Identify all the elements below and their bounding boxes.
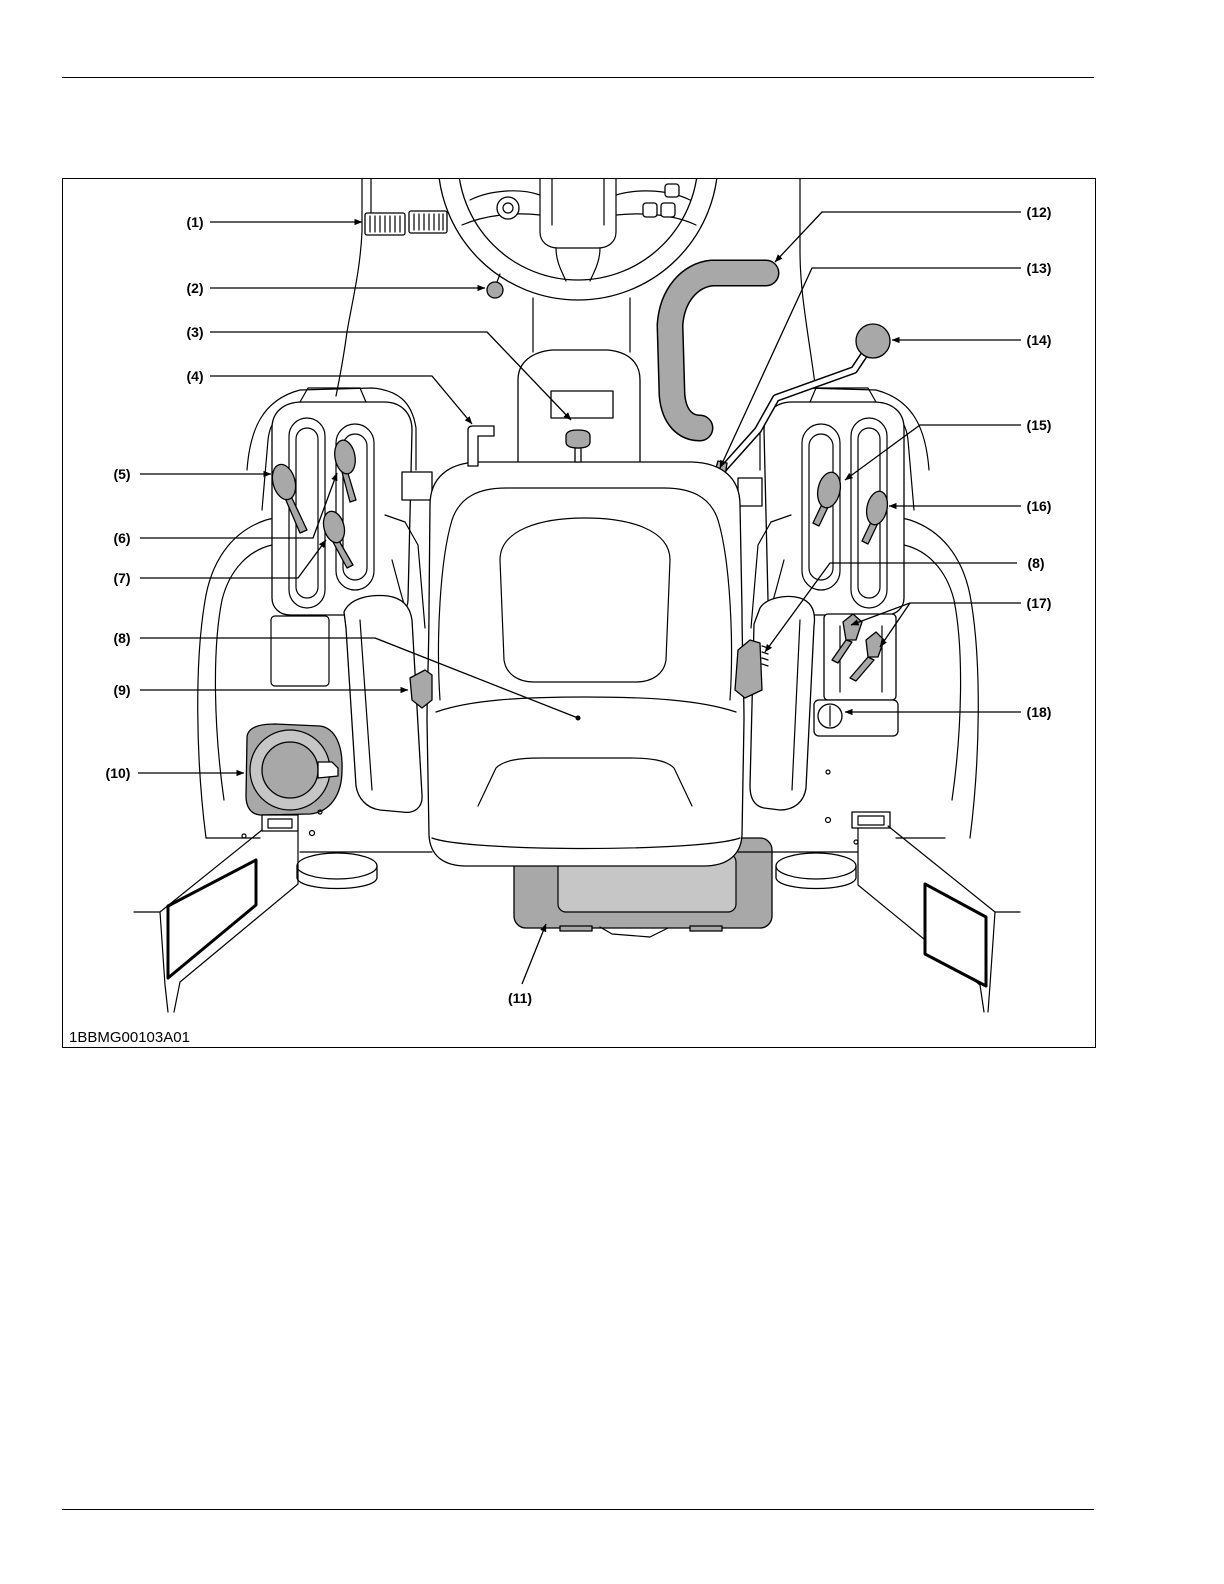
steering-knob-left	[497, 197, 519, 219]
callout-label-8-right: (8)	[1027, 555, 1044, 571]
left-armrest	[344, 596, 422, 813]
callout-label-4: (4)	[186, 368, 203, 384]
leader-8-dot	[576, 716, 581, 721]
right-platform-front-edge	[988, 912, 995, 1012]
callout-label-2: (2)	[186, 280, 203, 296]
callout-label-7: (7)	[113, 570, 130, 586]
callout-label-14: (14)	[1027, 332, 1052, 348]
figure-id: 1BBMG00103A01	[69, 1030, 190, 1045]
left-seat-bracket	[402, 472, 432, 500]
grab-handle	[670, 273, 766, 428]
callout-label-1: (1)	[186, 214, 203, 230]
bolt	[826, 818, 831, 823]
callout-label-17: (17)	[1027, 595, 1052, 611]
hook-lever	[468, 426, 494, 466]
cab-frame-right-edge	[800, 179, 815, 384]
brake-pedal-right	[409, 211, 447, 233]
callout-label-11: (11)	[508, 990, 532, 1006]
brake-pedals	[365, 211, 447, 235]
left-lower-panel	[271, 616, 329, 686]
right-rear-platform	[858, 826, 1020, 1012]
console-display	[551, 391, 613, 418]
callout-label-8-left: (8)	[113, 630, 130, 646]
bolt	[310, 831, 315, 836]
throttle-knob	[487, 282, 503, 298]
main-lever-ball-knob	[856, 324, 890, 358]
seat-adjust-knob	[566, 430, 590, 448]
right-platform-decal	[925, 884, 986, 986]
toolbox-tab-right	[690, 926, 722, 931]
bolt	[826, 770, 830, 774]
toolbox-tab-left	[560, 926, 592, 931]
callout-label-5: (5)	[113, 466, 130, 482]
operator-seat	[427, 462, 744, 866]
callout-label-3: (3)	[186, 324, 203, 340]
left-rear-platform	[134, 830, 298, 1012]
steering-wheel-rim-inner	[458, 40, 698, 280]
callout-label-12: (12)	[1027, 204, 1052, 220]
seat-belt-buckle	[735, 640, 762, 698]
dash-button-1	[643, 203, 657, 217]
right-footrest	[776, 853, 856, 879]
callout-label-6: (6)	[113, 530, 130, 546]
steering-wheel	[438, 20, 718, 300]
cup-holder-well	[262, 742, 318, 798]
cup-holder-notch	[318, 762, 338, 778]
seat-body	[427, 462, 744, 866]
left-platform-decal	[168, 860, 256, 978]
callout-label-16: (16)	[1027, 498, 1052, 514]
left-footrest	[297, 853, 377, 879]
callout-label-9: (9)	[113, 682, 130, 698]
callout-label-10: (10)	[106, 765, 131, 781]
leader-11	[522, 924, 546, 984]
illustration	[134, 20, 1020, 1012]
dash-button-2	[661, 203, 675, 217]
callout-label-18: (18)	[1027, 704, 1052, 720]
leader-12	[775, 212, 1021, 262]
seat-knob-stem	[575, 448, 581, 462]
callout-label-13: (13)	[1027, 260, 1052, 276]
callout-label-15: (15)	[1027, 417, 1052, 433]
dash-button-3	[665, 184, 679, 197]
footer-rule	[62, 1509, 1094, 1510]
right-rear-fender-inner	[904, 545, 961, 800]
bolt	[242, 834, 246, 838]
right-seat-bracket	[738, 478, 762, 506]
steering-column	[533, 298, 630, 352]
